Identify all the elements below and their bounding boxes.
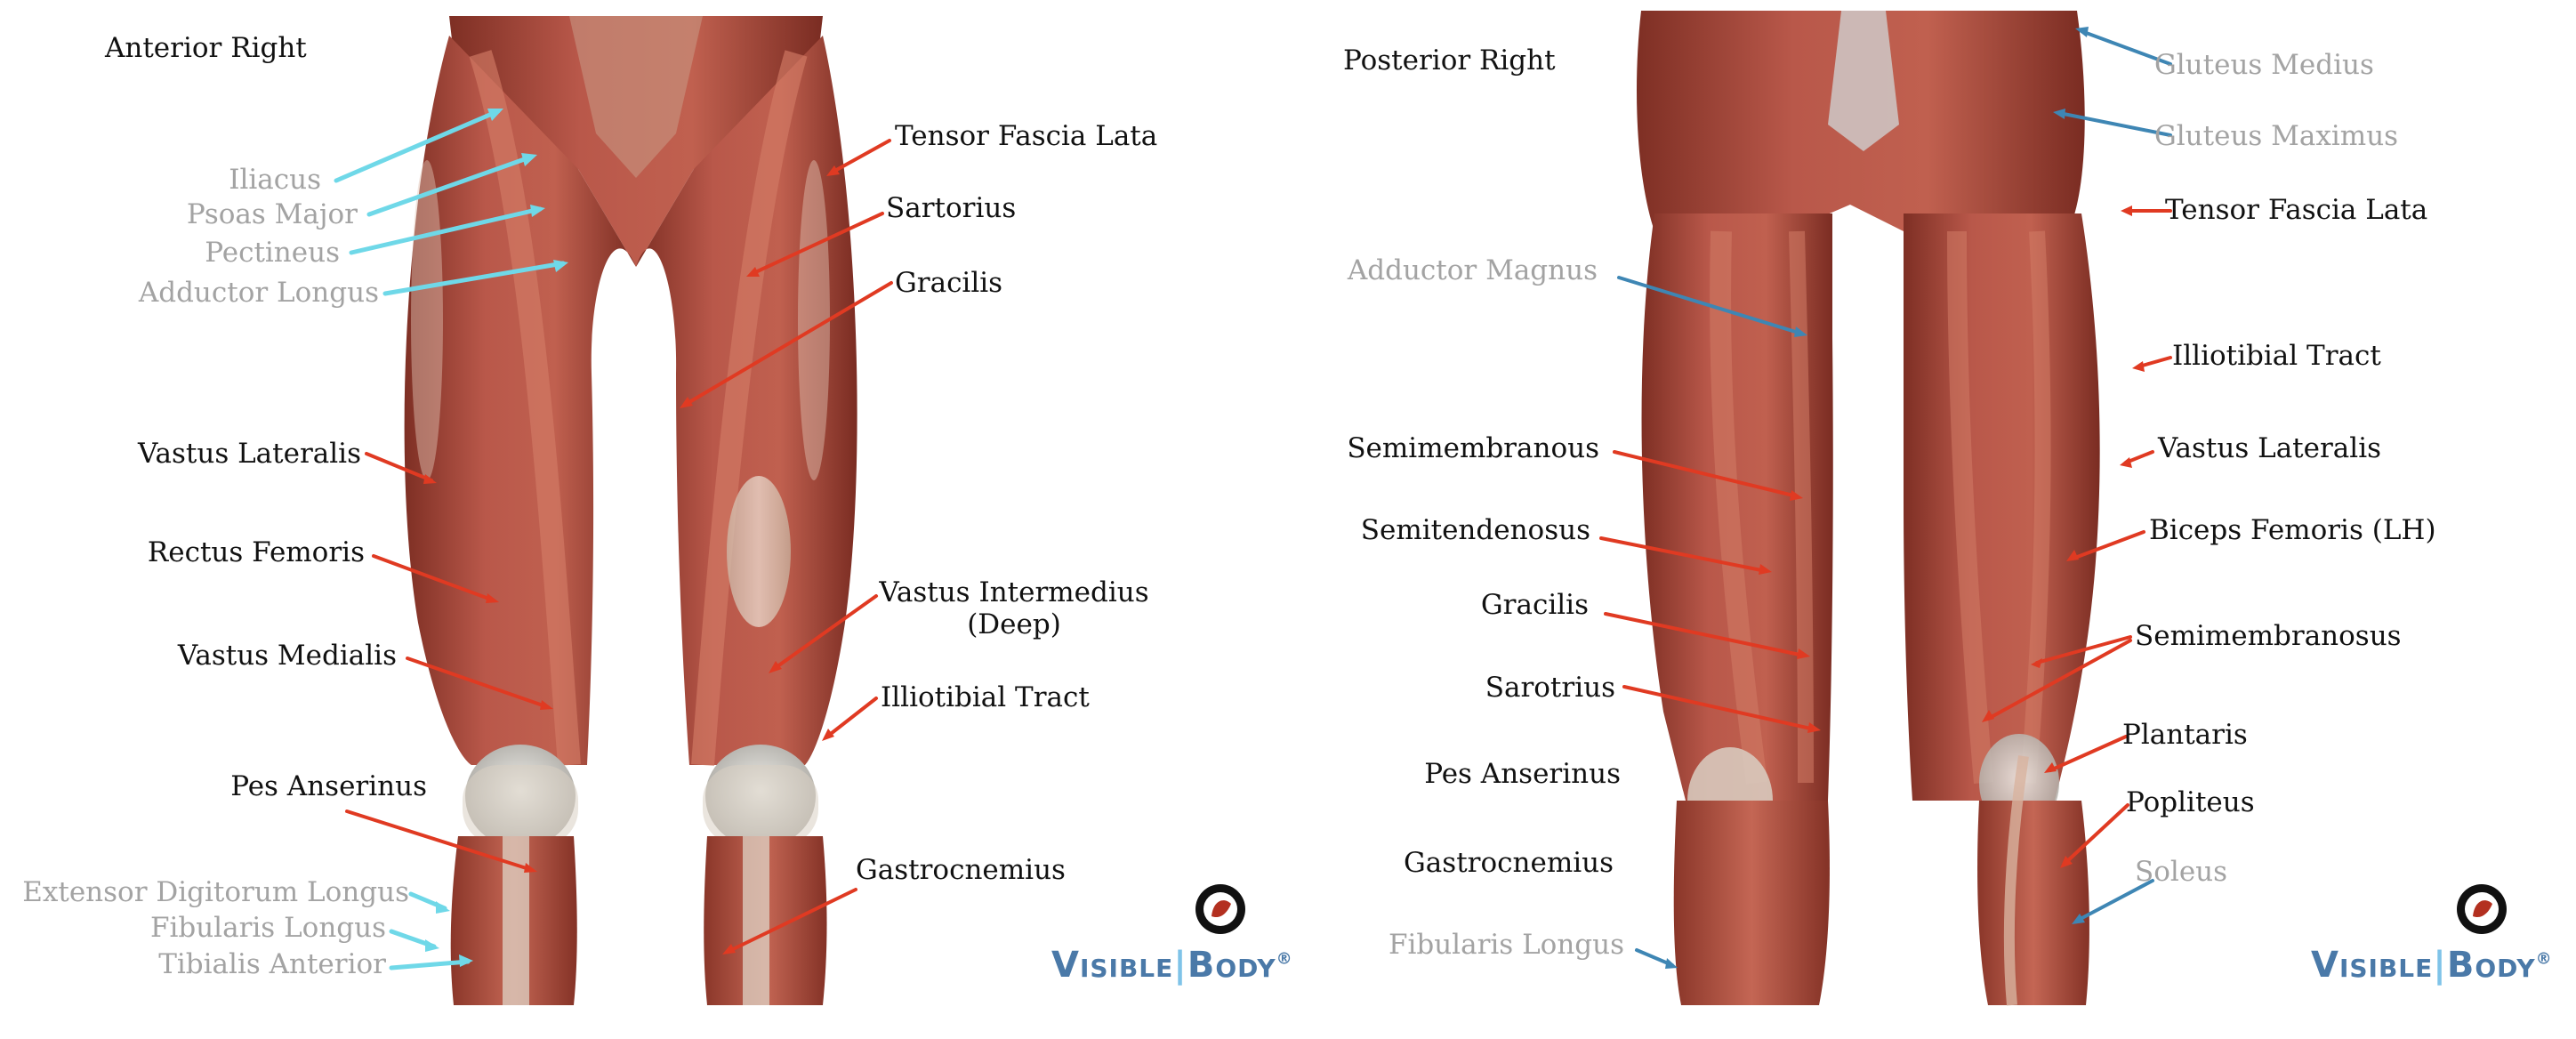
- label-popliteus: Popliteus: [2126, 786, 2255, 818]
- label-pes-anserinus-posterior: Pes Anserinus: [1424, 758, 1621, 790]
- label-vastus-medialis: Vastus Medialis: [177, 640, 397, 672]
- anterior-legs: [404, 16, 857, 1005]
- label-extensor-digitorum-longus: Extensor Digitorum Longus: [22, 876, 409, 908]
- label-soleus: Soleus: [2135, 856, 2228, 888]
- label-fibularis-longus-anterior: Fibularis Longus: [149, 912, 386, 944]
- label-plantaris: Plantaris: [2122, 719, 2248, 751]
- logo-badge-right: [2457, 884, 2507, 934]
- blue-arrows: [1617, 29, 2172, 967]
- label-psoas-major: Psoas Major: [186, 198, 358, 230]
- label-gluteus-medius: Gluteus Medius: [2154, 49, 2374, 81]
- registered-mark: ®: [1276, 949, 1293, 969]
- label-gastrocnemius-posterior: Gastrocnemius: [1404, 847, 1614, 879]
- label-pes-anserinus-anterior: Pes Anserinus: [230, 770, 427, 802]
- label-semimembranosus: Semimembranosus: [2135, 620, 2402, 652]
- label-pectineus: Pectineus: [205, 237, 340, 269]
- label-iliacus: Iliacus: [229, 164, 321, 196]
- label-semimembranous: Semimembranous: [1347, 432, 1599, 464]
- label-rectus-femoris: Rectus Femoris: [147, 536, 365, 568]
- person-icon: |: [2433, 945, 2447, 986]
- label-adductor-magnus: Adductor Magnus: [1347, 254, 1598, 286]
- label-semitendenosus: Semitendenosus: [1360, 514, 1590, 546]
- label-gastrocnemius-anterior: Gastrocnemius: [856, 854, 1066, 886]
- label-vastus-intermedius: Vastus Intermedius (Deep): [872, 576, 1156, 640]
- visible-body-logo-right: Visible|Body®: [2311, 945, 2553, 986]
- registered-mark: ®: [2535, 949, 2553, 969]
- logo-badge-left: [1195, 884, 1245, 934]
- label-vastus-lateralis-posterior: Vastus Lateralis: [2158, 432, 2382, 464]
- posterior-legs: [1637, 11, 2100, 1006]
- label-gracilis-anterior: Gracilis: [895, 267, 1003, 299]
- logo-word-visible: Visible: [1051, 945, 1174, 986]
- label-illiotibial-tract-posterior: Illiotibial Tract: [2172, 340, 2381, 372]
- label-biceps-femoris: Biceps Femoris (LH): [2149, 514, 2436, 546]
- label-fibularis-longus-posterior: Fibularis Longus: [1388, 929, 1624, 961]
- label-adductor-longus: Adductor Longus: [138, 277, 379, 309]
- visible-body-logo-left: Visible|Body®: [1051, 945, 1293, 986]
- label-vastus-intermedius-line1: Vastus Intermedius: [879, 576, 1149, 608]
- label-tensor-fascia-lata-anterior: Tensor Fascia Lata: [895, 120, 1158, 152]
- label-tibialis-anterior: Tibialis Anterior: [158, 948, 386, 980]
- person-icon: |: [1173, 945, 1187, 986]
- posterior-title: Posterior Right: [1343, 44, 1556, 77]
- label-sarotrius: Sarotrius: [1485, 672, 1615, 704]
- label-illiotibial-tract-anterior: Illiotibial Tract: [881, 681, 1090, 713]
- logo-word-visible: Visible: [2311, 945, 2434, 986]
- label-vastus-lateralis-anterior: Vastus Lateralis: [137, 438, 361, 470]
- label-tensor-fascia-lata-posterior: Tensor Fascia Lata: [2165, 194, 2428, 226]
- label-vastus-intermedius-line2: (Deep): [967, 608, 1061, 640]
- red-arrows-anterior: [345, 139, 893, 954]
- label-gracilis-posterior: Gracilis: [1480, 589, 1589, 621]
- logo-word-body: Body: [1187, 945, 1276, 986]
- label-sartorius: Sartorius: [886, 192, 1017, 224]
- label-gluteus-maximus: Gluteus Maximus: [2154, 120, 2399, 152]
- pointer-arrows: [334, 27, 2172, 971]
- red-arrows-posterior: [1599, 209, 2172, 865]
- logo-word-body: Body: [2446, 945, 2536, 986]
- anterior-title: Anterior Right: [105, 32, 307, 64]
